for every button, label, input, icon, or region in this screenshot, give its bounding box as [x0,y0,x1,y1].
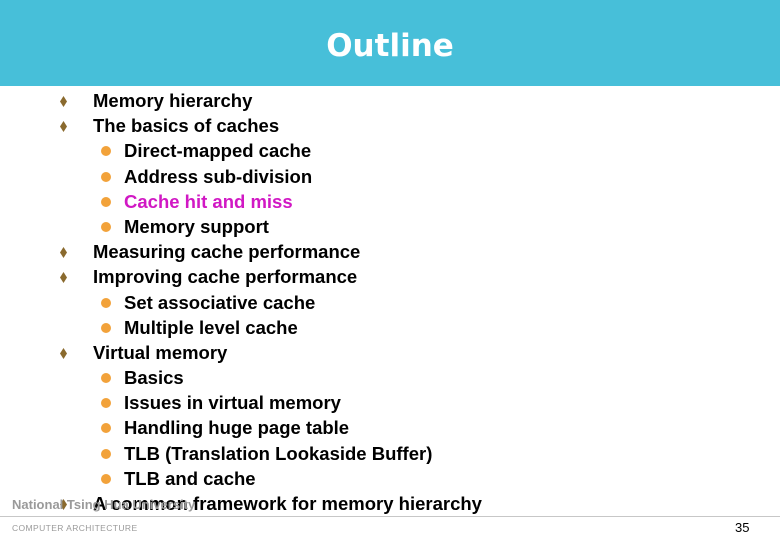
footer-divider [0,516,780,517]
outline-subitem: Handling huge page table [0,415,780,440]
outline-subitem: TLB (Translation Lookaside Buffer) [0,441,780,466]
dot-bullet-icon [101,473,111,484]
dot-bullet-icon [101,448,111,459]
dot-bullet-icon [101,221,111,232]
slide-title: Outline [326,28,454,64]
diamond-bullet-icon [59,264,71,289]
dot-bullet-icon [101,398,111,409]
outline-item-text: TLB and cache [124,467,256,489]
outline-subitem: Multiple level cache [0,315,780,340]
outline-item-text: Issues in virtual memory [124,392,341,414]
footer-organization: National Tsing Hua University [12,497,196,512]
title-bar [0,0,780,86]
outline-subitem: Basics [0,365,780,390]
outline-item-text: TLB (Translation Lookaside Buffer) [124,442,433,464]
outline-item-text: Set associative cache [124,291,316,313]
dot-bullet-icon [101,322,111,333]
outline-item: Virtual memory [0,340,780,365]
outline-item-text: Direct-mapped cache [124,140,312,162]
outline-item-text: Virtual memory [93,341,228,363]
outline-item-text: Cache hit and miss [124,190,293,212]
outline-subitem: Address sub-division [0,164,780,189]
outline-item-text: A common framework for memory hierarchy [93,493,482,514]
diamond-bullet-icon [59,113,71,138]
outline-item: The basics of caches [0,113,780,138]
diamond-bullet-icon [59,88,71,113]
outline-subitem: Set associative cache [0,290,780,315]
outline-item-text: Address sub-division [124,165,313,187]
dot-bullet-icon [101,373,111,384]
dot-bullet-icon [101,196,111,207]
outline-item-text: Memory support [124,215,269,237]
dot-bullet-icon [101,171,111,182]
outline-item: Measuring cache performance [0,239,780,264]
outline-subitem: Memory support [0,214,780,239]
outline-item: Improving cache performance [0,264,780,289]
outline-item: A common framework for memory hierarchy [0,491,780,516]
dot-bullet-icon [101,423,111,434]
outline-item-text: Multiple level cache [124,316,298,338]
outline-item-text: Handling huge page table [124,417,350,439]
outline-item-text: Improving cache performance [93,266,358,288]
outline-subitem: Issues in virtual memory [0,390,780,415]
outline-item-text: Basics [124,367,184,389]
dot-bullet-icon [101,297,111,308]
footer-department: COMPUTER ARCHITECTURE [12,523,138,533]
outline-item-text: The basics of caches [93,115,280,137]
outline-subitem: Direct-mapped cache [0,138,780,163]
dot-bullet-icon [101,146,111,157]
outline-subitem: TLB and cache [0,466,780,491]
page-number: 35 [735,520,750,535]
outline-item-text: Measuring cache performance [93,241,361,263]
outline-subitem: Cache hit and miss [0,189,780,214]
diamond-bullet-icon [59,491,71,516]
outline-item-text: Memory hierarchy [93,90,253,111]
diamond-bullet-icon [59,239,71,264]
outline-item: Memory hierarchy [0,88,780,113]
diamond-bullet-icon [59,340,71,365]
